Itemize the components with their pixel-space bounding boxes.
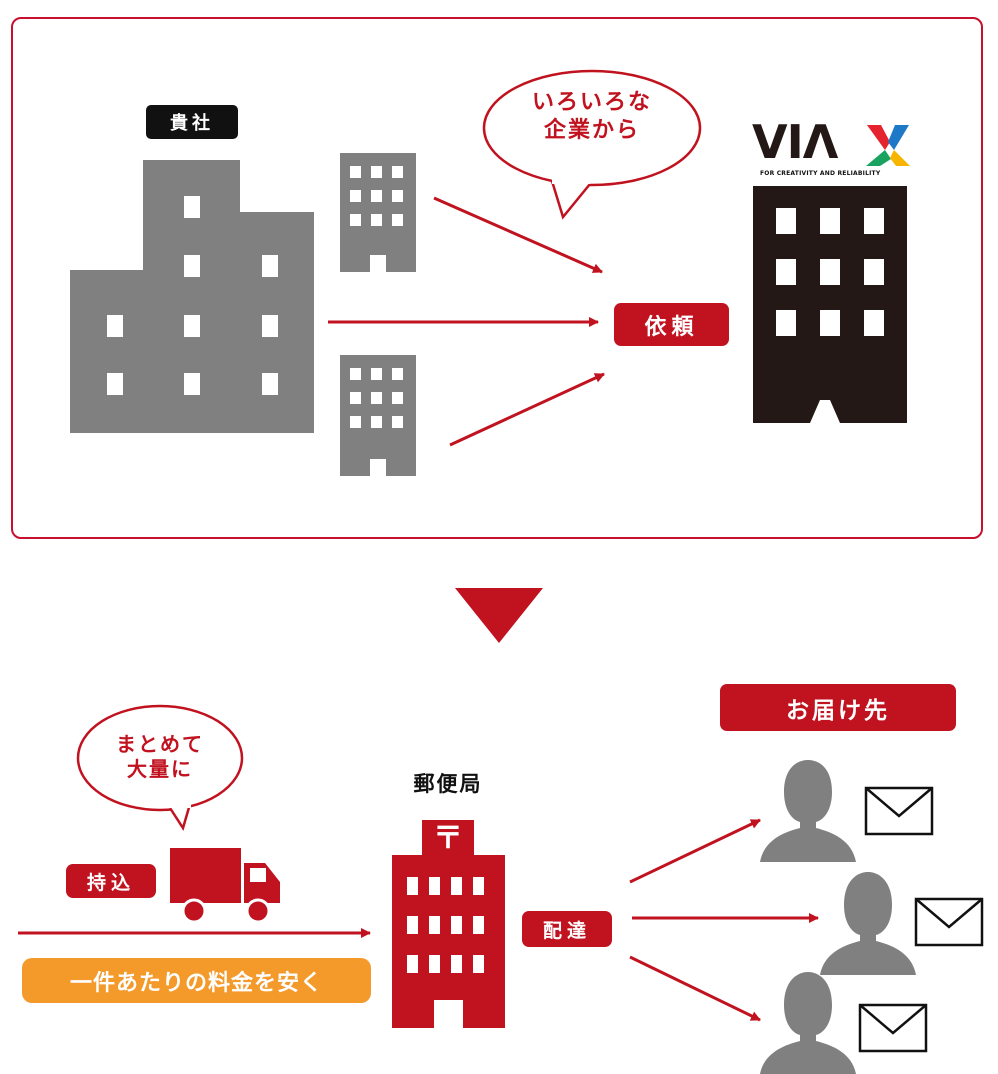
- delivery-arrow-up: [629, 818, 761, 884]
- person-icon: [820, 872, 916, 975]
- bubble-line-1: まとめて: [116, 732, 204, 756]
- request-label: 依頼: [614, 303, 729, 346]
- arrow-from-top-company: [433, 196, 603, 274]
- speech-bubble: [482, 69, 702, 220]
- cheaper-per-item-label: 一件あたりの料金を安く: [22, 958, 371, 1003]
- other-company-building-icon: [340, 153, 416, 272]
- other-company-building-icon: [340, 355, 416, 476]
- person-icon: [760, 760, 856, 862]
- viax-building-icon: [753, 186, 907, 423]
- destination-label: お届け先: [720, 684, 956, 731]
- bubble-line-1: いろいろな: [531, 90, 652, 115]
- truck-icon: [170, 848, 280, 924]
- delivery-arrow-down: [629, 955, 761, 1022]
- delivery-label: 配達: [522, 911, 612, 947]
- top-diagram: [70, 69, 910, 476]
- speech-bubble: [76, 704, 244, 831]
- various-companies-bubble-text: いろいろな 企業から: [500, 89, 684, 144]
- top-panel-frame: [11, 17, 983, 539]
- viax-tagline: FOR CREATIVITY AND RELIABILITY: [760, 170, 881, 177]
- bring-in-label: 持込: [66, 864, 156, 898]
- bubble-line-2: 大量に: [127, 757, 193, 781]
- bulk-bubble-text: まとめて 大量に: [90, 732, 230, 782]
- person-icon: [760, 972, 856, 1074]
- envelope-icon: [914, 897, 984, 947]
- your-company-building-icon: [70, 160, 314, 433]
- arrow-from-bottom-company: [449, 372, 605, 447]
- envelope-icon: [858, 1003, 928, 1053]
- viax-logo-x-icon: [866, 125, 910, 166]
- post-office-label: 郵便局: [413, 772, 483, 796]
- bottom-diagram: [18, 704, 984, 1074]
- bubble-line-2: 企業から: [543, 117, 640, 143]
- envelope-icon: [864, 786, 934, 836]
- down-arrow-icon: [455, 588, 543, 643]
- post-office-building-icon: [392, 820, 505, 1028]
- viax-logo-text: VIΛ: [752, 115, 838, 169]
- post-mark-icon: 〒: [433, 821, 463, 856]
- your-company-label: 貴社: [146, 105, 238, 139]
